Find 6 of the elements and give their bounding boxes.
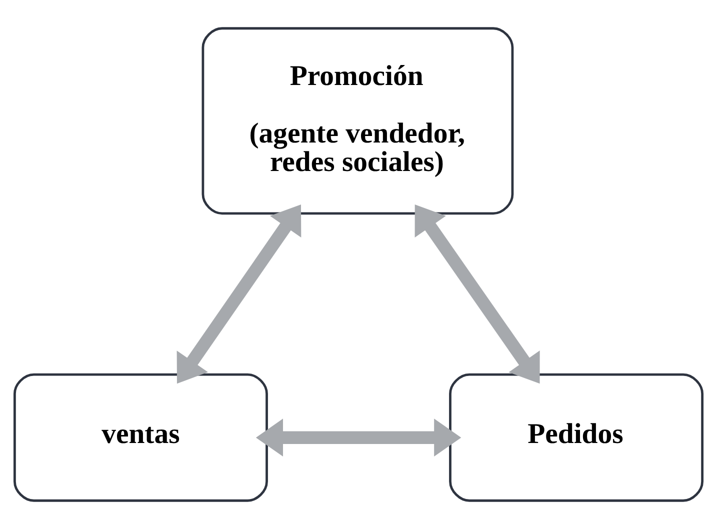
node-box: ventas [14,373,268,502]
node-box: Pedidos [449,373,704,502]
node-box: Promoción (agente vendedor, redes sociales) [202,27,514,215]
arrow [256,418,462,457]
arrow [414,204,540,384]
arrow [176,204,302,384]
